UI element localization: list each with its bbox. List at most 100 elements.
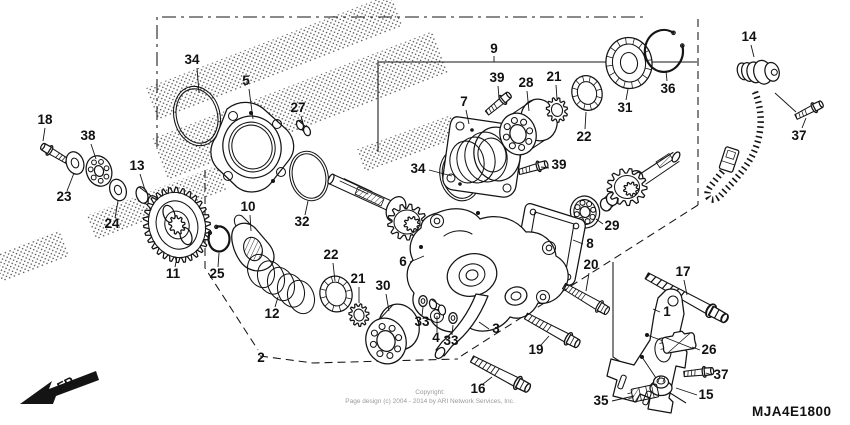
svg-text:24: 24 bbox=[104, 216, 120, 231]
part-10-joint bbox=[231, 214, 275, 272]
callout-29: 29 bbox=[595, 218, 620, 233]
callout-31: 31 bbox=[617, 88, 633, 115]
callout-21: 21 bbox=[546, 69, 562, 100]
part-36-snap-ring bbox=[643, 28, 685, 74]
callout-37: 37 bbox=[705, 367, 729, 382]
callout-21: 21 bbox=[350, 271, 366, 303]
svg-text:32: 32 bbox=[294, 214, 309, 229]
callout-4: 4 bbox=[432, 316, 440, 345]
callout-36: 36 bbox=[660, 70, 676, 96]
part-35-clip bbox=[627, 383, 660, 403]
svg-text:20: 20 bbox=[583, 257, 598, 272]
callout-25: 25 bbox=[209, 252, 225, 281]
callout-14: 14 bbox=[741, 29, 757, 58]
svg-text:9: 9 bbox=[490, 41, 498, 56]
part-22-spring-washer-lower bbox=[319, 275, 353, 313]
svg-text:18: 18 bbox=[37, 112, 53, 127]
part-34-oring-left bbox=[173, 85, 221, 147]
callout-27: 27 bbox=[290, 100, 306, 124]
callout-17: 17 bbox=[675, 264, 691, 296]
output-bevel-gear bbox=[599, 151, 681, 212]
svg-text:37: 37 bbox=[713, 367, 728, 382]
callout-35: 35 bbox=[593, 393, 635, 408]
part-30-bearing bbox=[365, 303, 420, 365]
callout-39: 39 bbox=[489, 70, 505, 99]
svg-text:14: 14 bbox=[741, 29, 757, 44]
svg-text:21: 21 bbox=[546, 69, 562, 84]
svg-text:16: 16 bbox=[470, 381, 486, 396]
svg-text:26: 26 bbox=[701, 342, 717, 357]
part-32-oring bbox=[289, 150, 329, 202]
part-33-washer-right bbox=[448, 311, 458, 325]
svg-text:2: 2 bbox=[257, 350, 265, 365]
svg-text:6: 6 bbox=[399, 254, 407, 269]
svg-text:11: 11 bbox=[166, 266, 181, 281]
callout-33: 33 bbox=[414, 306, 430, 329]
part-38-bearing bbox=[85, 155, 113, 187]
callout-34: 34 bbox=[184, 52, 200, 94]
callout-9: 9 bbox=[490, 41, 498, 62]
callout-28: 28 bbox=[518, 75, 534, 112]
callout-39: 39 bbox=[540, 157, 567, 172]
svg-text:39: 39 bbox=[489, 70, 504, 85]
part-3-breather-arm bbox=[434, 293, 489, 360]
part-33-washer-left bbox=[418, 294, 428, 308]
svg-text:21: 21 bbox=[350, 271, 366, 286]
copyright-line1: Copyright: bbox=[415, 389, 445, 396]
svg-text:30: 30 bbox=[375, 278, 390, 293]
callout-38: 38 bbox=[80, 128, 97, 160]
svg-text:22: 22 bbox=[576, 129, 591, 144]
svg-text:33: 33 bbox=[443, 333, 459, 348]
svg-text:35: 35 bbox=[593, 393, 609, 408]
part-25-snap-ring bbox=[207, 224, 231, 253]
svg-text:28: 28 bbox=[518, 75, 534, 90]
svg-text:1: 1 bbox=[663, 304, 671, 319]
svg-text:12: 12 bbox=[264, 306, 279, 321]
svg-text:36: 36 bbox=[660, 81, 676, 96]
callout-37: 37 bbox=[791, 117, 807, 143]
callout-13: 13 bbox=[129, 158, 146, 191]
callout-30: 30 bbox=[375, 278, 391, 312]
callout-2: 2 bbox=[257, 350, 265, 365]
callout-20: 20 bbox=[583, 257, 599, 292]
part-12-spring bbox=[246, 253, 316, 315]
callout-11: 11 bbox=[166, 256, 181, 281]
callout-6: 6 bbox=[399, 254, 425, 269]
svg-text:39: 39 bbox=[551, 157, 566, 172]
svg-text:7: 7 bbox=[460, 94, 468, 109]
part-11-gear bbox=[142, 186, 212, 264]
svg-text:31: 31 bbox=[617, 100, 633, 115]
part-37-bolt-lower bbox=[682, 364, 715, 380]
part-18-bolt bbox=[38, 140, 71, 167]
svg-text:38: 38 bbox=[80, 128, 96, 143]
part-23-washer bbox=[65, 151, 85, 175]
part-4-collar bbox=[428, 298, 447, 316]
callout-10: 10 bbox=[240, 199, 256, 232]
callout-22: 22 bbox=[576, 111, 592, 144]
part-39-bolt-lower bbox=[516, 157, 550, 178]
part-31-retainer bbox=[605, 36, 653, 90]
part-26-damper bbox=[659, 330, 697, 354]
part-22-spring-washer-upper bbox=[571, 75, 603, 111]
callout-8: 8 bbox=[572, 236, 594, 251]
callout-1: 1 bbox=[652, 304, 671, 319]
callout-18: 18 bbox=[37, 112, 53, 142]
svg-text:13: 13 bbox=[129, 158, 145, 173]
svg-text:22: 22 bbox=[323, 247, 338, 262]
part-5-bearing-holder bbox=[210, 101, 295, 193]
callout-12: 12 bbox=[264, 296, 280, 321]
part-20-bolt bbox=[560, 279, 613, 318]
callout-24: 24 bbox=[104, 200, 120, 231]
callout-5: 5 bbox=[242, 73, 254, 120]
svg-text:29: 29 bbox=[604, 218, 619, 233]
callout-7: 7 bbox=[460, 94, 470, 125]
svg-text:33: 33 bbox=[414, 314, 430, 329]
part-27-dowel-pin bbox=[295, 119, 312, 137]
svg-text:34: 34 bbox=[410, 161, 426, 176]
svg-text:10: 10 bbox=[240, 199, 255, 214]
callout-22: 22 bbox=[323, 247, 339, 282]
part-37-bolt-upper bbox=[792, 98, 826, 123]
callout-33: 33 bbox=[443, 324, 459, 348]
